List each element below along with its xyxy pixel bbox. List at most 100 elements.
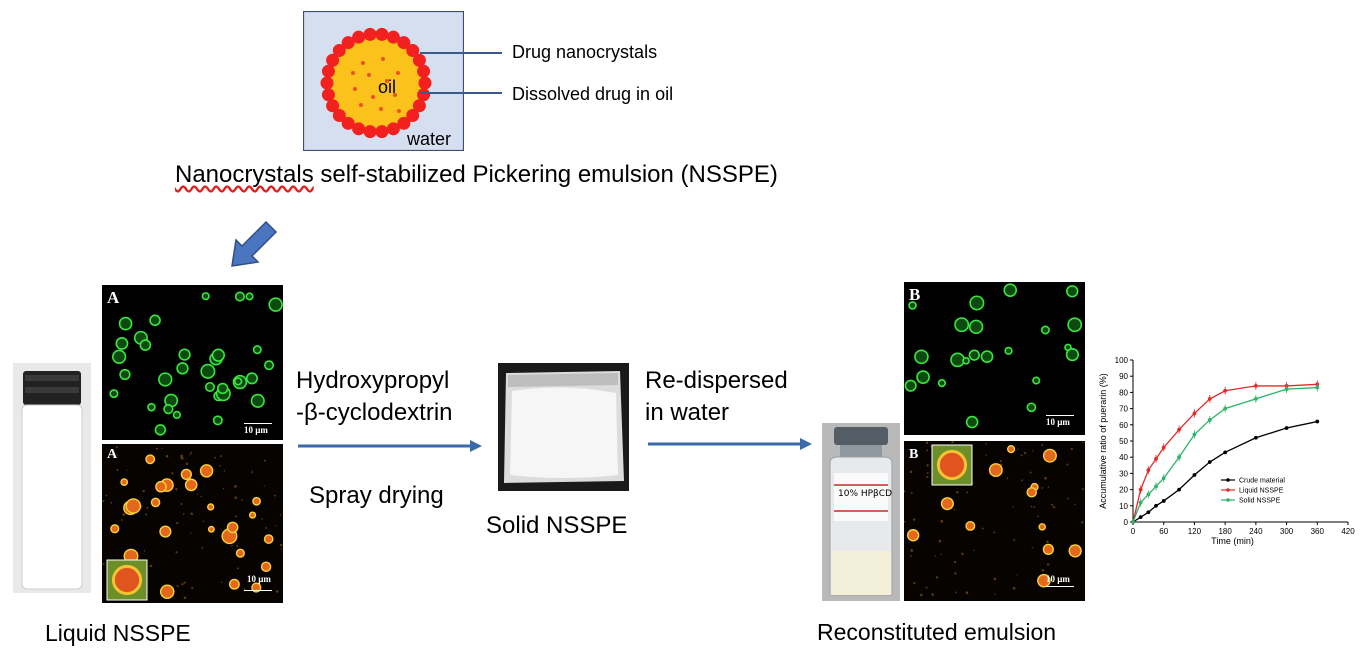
background-speck [263,485,265,487]
background-speck [1041,444,1044,447]
data-point [1146,510,1151,515]
legend-label: Solid NSSPE [1239,498,1281,505]
nanocrystal-dot [406,44,420,58]
background-speck [236,567,239,570]
nanocrystal-dot [321,88,335,102]
data-point [1146,468,1151,473]
data-point [1146,492,1151,497]
background-speck [183,596,187,600]
background-speck [280,548,283,550]
series-line-1 [1132,383,1318,523]
background-speck [993,531,996,534]
x-axis-label: Time (min) [1211,536,1254,546]
method-label: Spray drying [309,482,444,509]
background-speck [145,513,148,516]
orange-droplet [228,578,240,590]
orange-droplet [226,521,239,534]
y-axis-label: Accumulative ratio of puerarin (%) [1098,373,1108,509]
background-speck [934,555,936,557]
green-droplet [216,382,229,395]
green-droplet [1032,376,1041,385]
dissolved-drug-dot [367,73,371,77]
data-point [1161,445,1166,450]
schematic-title-word1: Nanocrystals [175,161,314,188]
scale-bar-label: 10 µm [1046,574,1070,584]
nanocrystal-dot [320,76,334,90]
green-droplet [969,295,985,311]
nanocrystal-dot [326,99,340,113]
background-speck [1029,471,1032,474]
data-point [1315,385,1320,390]
oil-label: oil [378,77,397,97]
orange-droplet [248,511,257,519]
background-speck [926,475,929,479]
data-point [1177,487,1181,492]
x-tick-label: 180 [1218,527,1232,536]
background-speck [1067,497,1070,500]
orange-droplet [159,584,175,600]
background-speck [146,506,149,509]
background-speck [981,527,984,530]
callout-dissolved: Dissolved drug in oil [512,84,674,104]
nanocrystal-dot [352,122,366,136]
data-point [1177,427,1181,432]
background-speck [223,470,226,472]
background-speck [973,549,975,552]
reconstituted-confocal-panel: B 10 µm [904,441,1085,601]
background-speck [120,519,123,521]
background-speck [1016,574,1018,576]
green-droplet [937,379,946,388]
green-droplet [211,348,225,362]
liquid-confocal-panel: A 10 µm [102,444,283,603]
green-droplet [914,349,929,365]
orange-droplet [263,534,274,544]
background-speck [102,500,105,503]
background-speck [185,462,189,466]
background-speck [955,591,957,594]
liquid-fluorescence-panel: A 10 µm [102,285,283,440]
orange-droplet [125,498,142,514]
background-speck [1033,506,1036,508]
data-point [1138,500,1143,505]
zoomed-droplet [936,449,968,481]
data-point [1161,476,1166,481]
data-point [1154,456,1158,461]
redisperse-line1: Re-dispersed [645,367,788,394]
nanocrystal-dot [397,36,411,50]
background-speck [275,525,277,527]
background-speck [912,518,916,521]
orange-droplet [906,529,920,542]
redisperse-arrow [648,438,812,450]
y-tick-label: 10 [1119,502,1128,511]
background-speck [175,551,178,554]
data-point [1223,406,1228,411]
background-speck [1031,450,1034,452]
background-speck [910,549,914,552]
nanocrystal-dot [417,88,431,102]
dissolved-drug-dot [385,79,389,83]
nanocrystal-dot [418,76,432,90]
background-speck [1046,563,1050,566]
orange-droplet [1068,544,1082,558]
background-speck [180,456,184,460]
orange-droplet [155,480,167,493]
green-droplet [234,377,243,386]
orange-droplet [1026,486,1037,498]
background-speck [909,470,913,474]
green-droplet [950,352,965,368]
background-speck [202,520,205,523]
dissolved-drug-dot [396,71,400,75]
background-speck [926,449,929,452]
orange-droplet [150,497,161,508]
emulsion-schematic: oil water [302,10,465,152]
background-speck [214,456,216,459]
background-speck [183,581,186,584]
background-speck [938,539,942,543]
oil-droplet [328,35,424,131]
liquid-caption: Liquid NSSPE [45,620,191,646]
orange-droplet [1042,448,1057,463]
background-speck [191,586,194,590]
nanocrystal-dot [386,122,400,136]
dissolved-drug-dot [353,87,357,91]
